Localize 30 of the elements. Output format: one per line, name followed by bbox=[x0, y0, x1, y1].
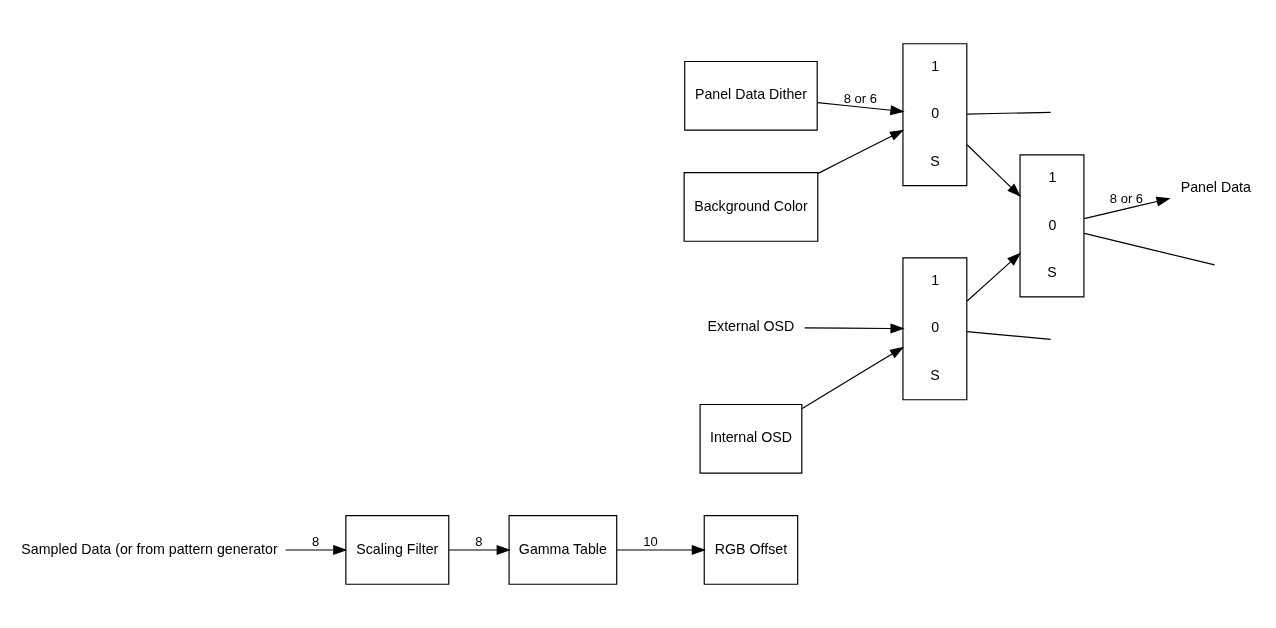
node-box: Internal OSD bbox=[699, 403, 803, 474]
arrow bbox=[966, 252, 1022, 302]
connector bbox=[966, 111, 1052, 115]
connector bbox=[1083, 232, 1216, 266]
node-box: RGB Offset bbox=[703, 515, 799, 585]
edge-label: 8 bbox=[312, 534, 320, 550]
arrow bbox=[801, 346, 905, 409]
node-box: 1 0 S bbox=[902, 257, 968, 401]
edge-label: 8 bbox=[475, 534, 483, 550]
node-box: 1 0 S bbox=[1019, 154, 1085, 298]
arrow bbox=[448, 545, 511, 555]
node-box: 1 0 S bbox=[902, 43, 968, 187]
arrow bbox=[966, 144, 1021, 197]
node-text: External OSD bbox=[707, 318, 795, 335]
node-box: Scaling Filter bbox=[345, 515, 450, 585]
arrow bbox=[285, 545, 348, 555]
arrow bbox=[817, 102, 905, 116]
edge-label: 8 or 6 bbox=[1109, 191, 1144, 207]
arrow bbox=[1083, 196, 1171, 220]
connector bbox=[966, 331, 1052, 340]
node-text: Panel Data bbox=[1180, 178, 1251, 195]
arrow bbox=[616, 545, 706, 555]
edge-label: 8 or 6 bbox=[843, 90, 877, 106]
arrow bbox=[817, 129, 905, 174]
node-box: Background Color bbox=[683, 172, 819, 242]
arrow bbox=[804, 323, 905, 334]
edge-label: 10 bbox=[643, 534, 658, 550]
node-box: Gamma Table bbox=[508, 515, 618, 585]
node-box: Panel Data Dither bbox=[684, 60, 818, 131]
node-text: Sampled Data (or from pattern generator bbox=[21, 540, 278, 557]
